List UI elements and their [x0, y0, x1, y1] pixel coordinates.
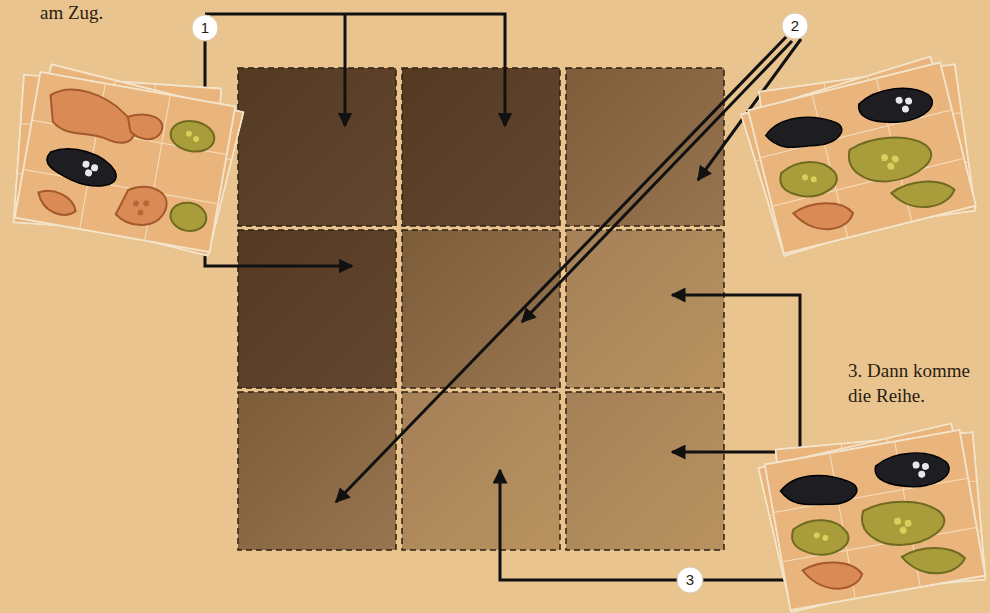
- card-stack: [0, 53, 248, 260]
- callout-circle: [192, 13, 808, 593]
- card-stack: [735, 43, 990, 262]
- instruction-text: die Reihe.: [848, 385, 925, 408]
- leader-arrows: [205, 14, 801, 580]
- card-stack: [754, 414, 990, 613]
- callout-number: 3: [677, 567, 703, 593]
- instruction-text: 3. Dann komme: [848, 360, 970, 383]
- placement-grid: [238, 68, 724, 550]
- callout-number: 2: [782, 13, 808, 39]
- instruction-text: am Zug.: [40, 2, 103, 25]
- callout-number: 1: [192, 15, 218, 41]
